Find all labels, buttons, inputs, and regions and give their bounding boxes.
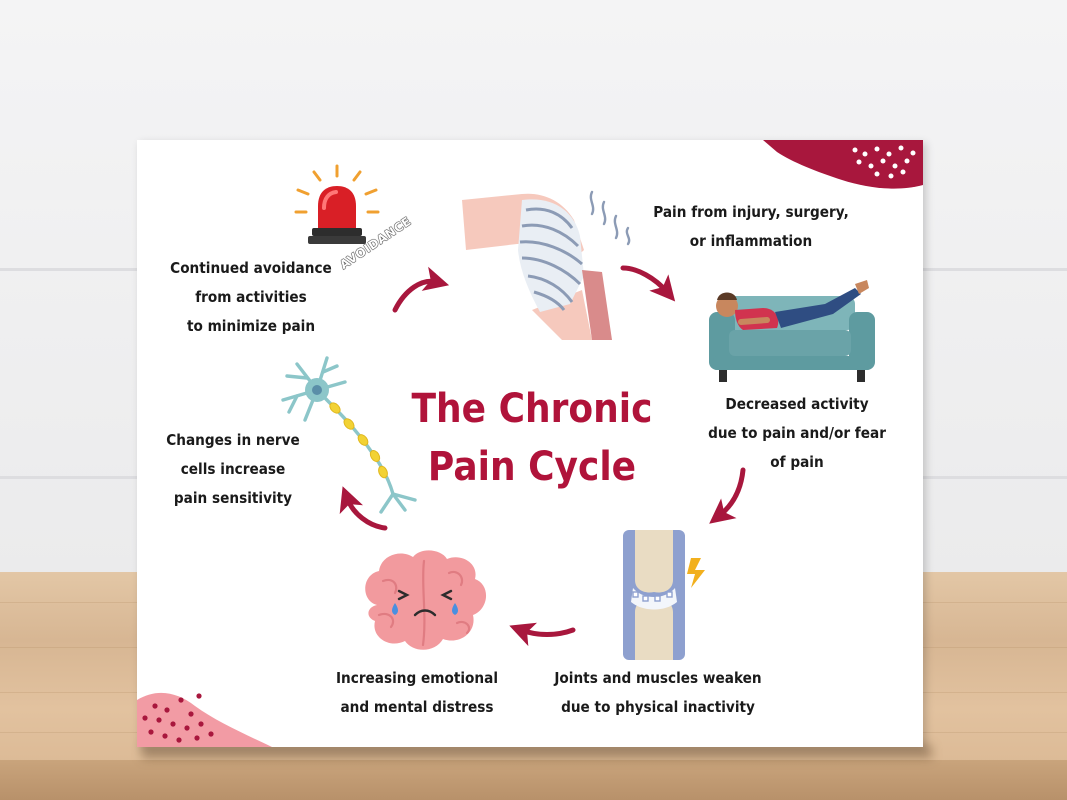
bandaged-knee-icon bbox=[462, 190, 631, 340]
step-joints-weaken: Joints and muscles weaken due to physica… bbox=[548, 664, 768, 722]
arrow-3 bbox=[709, 467, 746, 524]
step-text: due to physical inactivity bbox=[561, 698, 755, 716]
arrow-1 bbox=[392, 266, 450, 313]
step-text: or inflammation bbox=[689, 232, 813, 250]
poster-board: The Chronic Pain Cycle AVOIDANCE bbox=[137, 140, 923, 747]
step-emotional-distress: Increasing emotional and mental distress bbox=[329, 664, 505, 722]
title-line-1: The Chronic bbox=[411, 386, 653, 432]
step-text: cells increase bbox=[180, 460, 286, 478]
step-text: Decreased activity bbox=[725, 395, 869, 413]
page-title: The Chronic Pain Cycle bbox=[393, 380, 672, 496]
crying-brain-icon bbox=[365, 550, 487, 650]
title-line-2: Pain Cycle bbox=[427, 444, 637, 490]
step-text: to minimize pain bbox=[186, 317, 316, 335]
step-nerve-changes: Changes in nerve cells increase pain sen… bbox=[154, 426, 312, 513]
arrow-2 bbox=[620, 265, 676, 302]
alarm-siren-icon bbox=[294, 164, 380, 244]
shelf-edge bbox=[0, 760, 1067, 800]
step-text: Pain from injury, surgery, bbox=[653, 203, 849, 221]
nerve-cell-icon bbox=[281, 356, 417, 514]
step-text: Increasing emotional bbox=[335, 669, 499, 687]
step-text: and mental distress bbox=[340, 698, 494, 716]
step-text: Continued avoidance bbox=[170, 259, 332, 277]
step-text: pain sensitivity bbox=[173, 489, 293, 507]
step-text: Changes in nerve bbox=[166, 431, 300, 449]
step-text: due to pain and/or fear bbox=[708, 424, 886, 442]
step-text: from activities bbox=[195, 288, 307, 306]
step-pain-from-injury: Pain from injury, surgery, or inflammati… bbox=[637, 198, 866, 256]
board-shadow bbox=[142, 745, 932, 759]
step-text: Joints and muscles weaken bbox=[554, 669, 762, 687]
corner-decorations bbox=[137, 140, 923, 747]
arrow-5 bbox=[339, 486, 388, 531]
step-text: of pain bbox=[770, 453, 824, 471]
cycle-arrows bbox=[339, 265, 746, 647]
knee-joint-icon bbox=[623, 530, 705, 660]
step-decreased-activity: Decreased activity due to pain and/or fe… bbox=[691, 390, 902, 477]
arrow-4 bbox=[509, 622, 576, 647]
person-on-couch-icon bbox=[709, 280, 875, 382]
step-continued-avoidance: Continued avoidance from activities to m… bbox=[163, 254, 339, 341]
